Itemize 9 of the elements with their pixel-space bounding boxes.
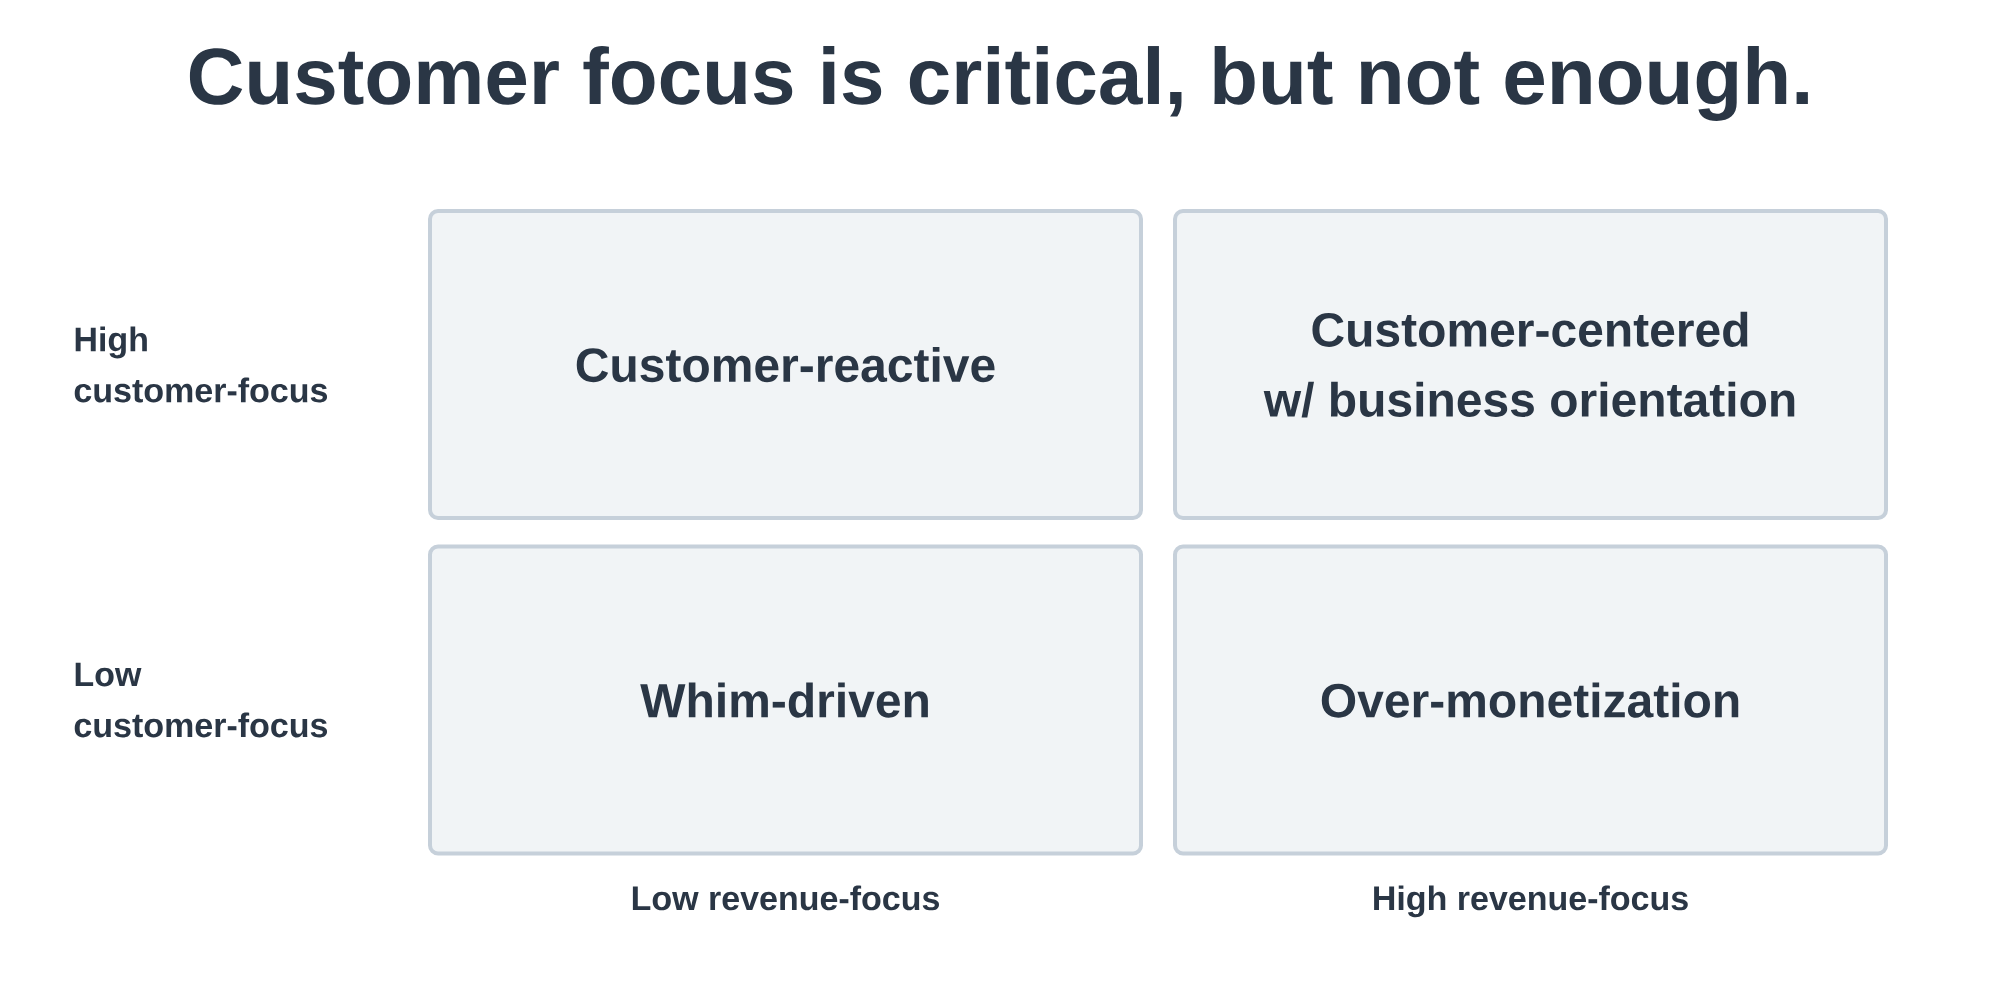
quadrant-box: Over-monetization (1173, 544, 1888, 856)
quadrant-box: Customer-centered w/ business orientation (1173, 209, 1888, 520)
axis-label: High customer-focus (74, 326, 328, 403)
axis-label: High revenue-focus (1374, 885, 1688, 918)
quadrant-box: Customer-reactive (428, 209, 1143, 520)
quadrant-box: Whim-driven (428, 544, 1143, 856)
title: Customer focus is critical, but not enough. (189, 46, 1808, 121)
axis-label: Low revenue-focus (632, 885, 939, 911)
axis-label: Low customer-focus (74, 662, 328, 738)
